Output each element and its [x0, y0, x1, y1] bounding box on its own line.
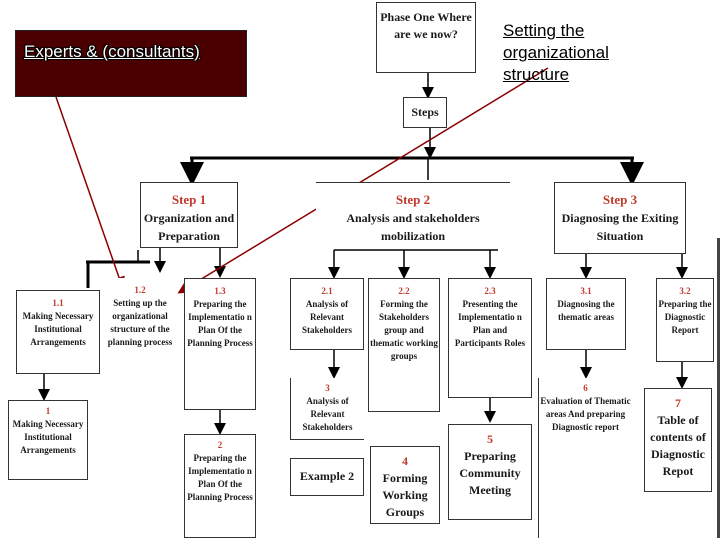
box-1-3: 1.3 Preparing the Implementatio n Plan O…	[184, 278, 256, 410]
output-box-4: 4 Forming Working Groups	[370, 446, 440, 524]
box-2-2-number: 2.2	[398, 286, 410, 296]
output-box-1-number: 1	[45, 406, 51, 416]
step3-box: Step 3 Diagnosing the Exiting Situation	[554, 182, 686, 254]
output-box-5-title: Preparing Community Meeting	[459, 449, 521, 497]
phase-one-text: Phase One Where are we now?	[380, 10, 472, 41]
box-2-1-number: 2.1	[321, 286, 333, 296]
output-box-3-title: Analysis of Relevant Stakeholders	[302, 396, 353, 432]
output-box-3: 3 Analysis of Relevant Stakeholders	[290, 378, 364, 440]
output-box-5-number: 5	[487, 432, 493, 446]
step3-title: Diagnosing the Exiting Situation	[561, 211, 679, 243]
experts-label-box: Experts & (consultants)	[15, 30, 247, 97]
step1-number: Step 1	[171, 192, 207, 207]
step2-title: Analysis and stakeholders mobilization	[346, 211, 480, 243]
box-2-3-title: Presenting the Implementatio n Plan and …	[454, 299, 526, 348]
box-1-2-title: Setting up the organizational structure …	[107, 298, 173, 347]
output-box-7: 7 Table of contents of Diagnostic Repot	[644, 388, 712, 492]
output-box-1: 1 Making Necessary Institutional Arrange…	[8, 400, 88, 480]
steps-box: Steps	[403, 97, 447, 128]
step2-number: Step 2	[395, 192, 431, 207]
callout-label: Setting the organizational structure	[503, 21, 609, 84]
box-1-1-title: Making Necessary Institutional Arrangeme…	[22, 311, 94, 347]
output-box-7-number: 7	[675, 396, 681, 410]
steps-label: Steps	[411, 105, 439, 119]
box-3-1-number: 3.1	[580, 286, 592, 296]
box-3-2: 3.2 Preparing the Diagnostic Report	[656, 278, 714, 362]
right-edge-line	[717, 238, 720, 538]
step2-box: Step 2 Analysis and stakeholders mobiliz…	[316, 182, 510, 248]
box-2-3-number: 2.3	[484, 286, 496, 296]
phase-one-box: Phase One Where are we now?	[376, 2, 476, 73]
box-3-2-number: 3.2	[679, 286, 691, 296]
output-box-1-title: Making Necessary Institutional Arrangeme…	[12, 419, 84, 455]
output-box-4-title: Forming Working Groups	[382, 471, 428, 519]
output-box-5: 5 Preparing Community Meeting	[448, 424, 532, 520]
box-3-2-title: Preparing the Diagnostic Report	[658, 299, 712, 335]
box-1-2: 1.2 Setting up the organizational struct…	[104, 278, 176, 374]
experts-label: Experts & (consultants)	[24, 42, 200, 61]
output-box-2-title: Preparing the Implementatio n Plan Of th…	[187, 453, 253, 502]
output-box-6: 6 Evaluation of Thematic areas And prepa…	[538, 378, 632, 538]
box-1-3-title: Preparing the Implementatio n Plan Of th…	[187, 299, 253, 348]
output-box-7-title: Table of contents of Diagnostic Repot	[650, 413, 706, 478]
box-2-2: 2.2 Forming the Stakeholders group and t…	[368, 278, 440, 412]
step1-box: Step 1 Organization and Preparation	[140, 182, 238, 248]
box-2-2-title: Forming the Stakeholders group and thema…	[370, 299, 438, 361]
box-2-3: 2.3 Presenting the Implementatio n Plan …	[448, 278, 532, 398]
example-2-label: Example 2	[299, 469, 355, 483]
box-1-2-number: 1.2	[134, 285, 146, 295]
output-box-6-title: Evaluation of Thematic areas And prepari…	[540, 396, 631, 432]
output-box-2: 2 Preparing the Implementatio n Plan Of …	[184, 434, 256, 538]
box-1-1: 1.1 Making Necessary Institutional Arran…	[16, 290, 100, 374]
output-box-2-number: 2	[217, 440, 223, 450]
box-1-1-number: 1.1	[52, 298, 64, 308]
output-box-4-number: 4	[402, 454, 408, 468]
box-1-3-number: 1.3	[214, 286, 226, 296]
box-2-1-title: Analysis of Relevant Stakeholders	[301, 299, 352, 335]
step1-title: Organization and Preparation	[143, 211, 235, 243]
box-3-1-title: Diagnosing the thematic areas	[557, 299, 615, 322]
box-3-1: 3.1 Diagnosing the thematic areas	[546, 278, 626, 350]
output-box-6-number: 6	[583, 383, 588, 393]
output-box-3-number: 3	[325, 383, 330, 393]
step3-number: Step 3	[602, 192, 638, 207]
box-2-1: 2.1 Analysis of Relevant Stakeholders	[290, 278, 364, 350]
example-2-box: Example 2	[290, 458, 364, 496]
